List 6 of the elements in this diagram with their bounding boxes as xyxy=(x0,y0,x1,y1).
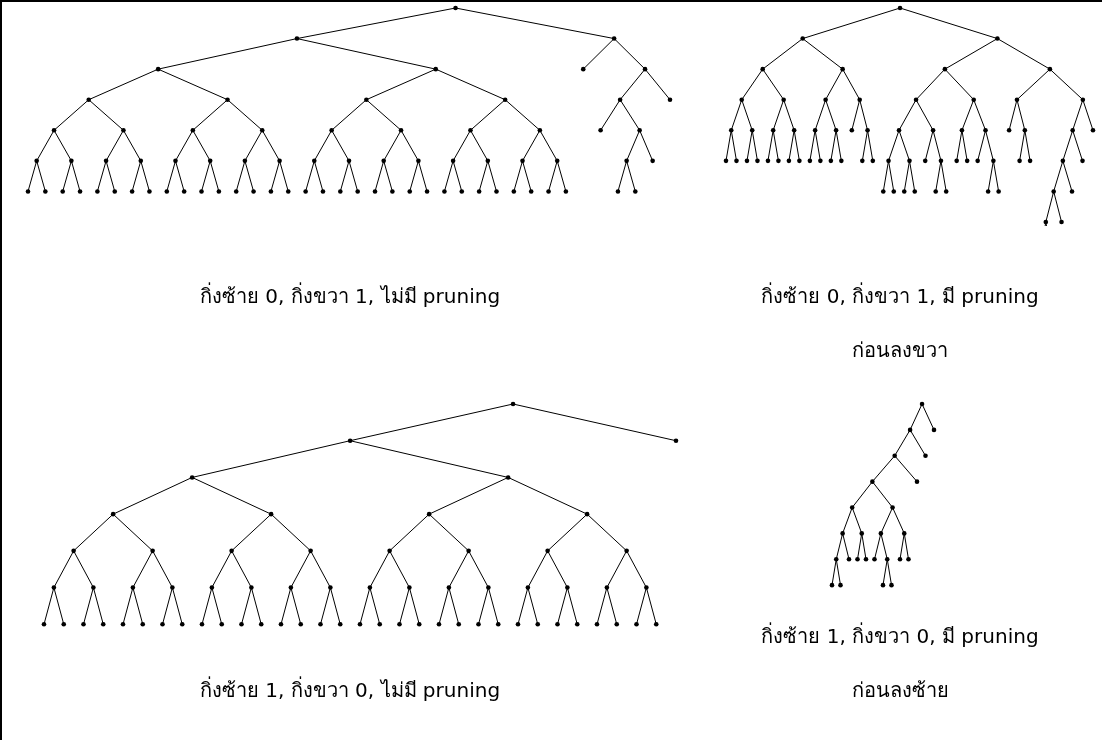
caption: กิ่งซ้าย 1, กิ่งขวา 0, ไม่มี pruning xyxy=(199,678,501,702)
caption: กิ่งซ้าย 0, กิ่งขวา 1, มี pruning xyxy=(761,284,1039,308)
caption: ก่อนลงขวา xyxy=(852,338,948,362)
caption: กิ่งซ้าย 1, กิ่งขวา 0, มี pruning xyxy=(761,624,1039,648)
caption: ก่อนลงซ้าย xyxy=(851,678,949,702)
caption: กิ่งซ้าย 0, กิ่งขวา 1, ไม่มี pruning xyxy=(199,284,501,308)
